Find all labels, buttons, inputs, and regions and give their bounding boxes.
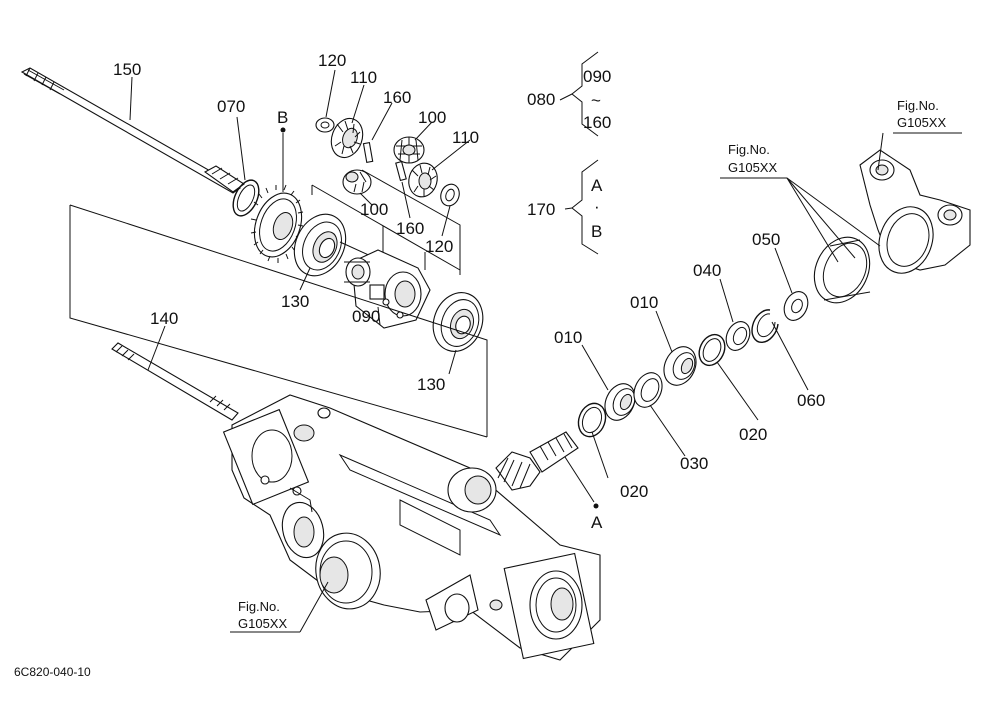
label-150: 150 (113, 60, 141, 79)
label-a: A (591, 513, 603, 532)
side-gear-110-upper[interactable] (326, 114, 368, 162)
snap-ring-060[interactable] (751, 309, 779, 343)
label-090-range: 090 (583, 67, 611, 86)
figref-top-right-line2: G105XX (897, 115, 946, 130)
figref-mid-right-line2: G105XX (728, 160, 777, 175)
gear-case-bracket[interactable] (859, 149, 971, 281)
label-060: 060 (797, 391, 825, 410)
drive-pinion-shaft[interactable] (495, 431, 579, 491)
label-040: 040 (693, 261, 721, 280)
axle-shaft-150[interactable] (20, 67, 245, 194)
label-010-b: 010 (630, 293, 658, 312)
collar-020-b[interactable] (694, 330, 729, 369)
label-080: 080 (527, 90, 555, 109)
label-030: 030 (680, 454, 708, 473)
label-010-a: 010 (554, 328, 582, 347)
axle-shaft-140[interactable] (111, 342, 239, 421)
label-020-b: 020 (739, 425, 767, 444)
ring-gear-b[interactable] (246, 184, 310, 264)
bearing-130-lower[interactable] (425, 286, 491, 359)
label-160-range: 160 (583, 113, 611, 132)
figref-mid-right-line1: Fig.No. (728, 142, 770, 157)
label-020-a: 020 (620, 482, 648, 501)
shaft-group-box (69, 204, 488, 438)
spacer-030[interactable] (629, 368, 668, 412)
label-a-range: A (591, 176, 603, 195)
collar-020-a[interactable] (574, 400, 610, 441)
label-tilde: ~ (591, 91, 601, 110)
washer-050[interactable] (780, 288, 813, 324)
label-090: 090 (352, 307, 380, 326)
label-b-range: B (591, 222, 602, 241)
label-b: B (277, 108, 288, 127)
seal-ring-large[interactable] (804, 228, 880, 312)
bearing-130-upper[interactable] (285, 206, 356, 284)
figref-bottom-left-line1: Fig.No. (238, 599, 280, 614)
differential-case-090[interactable] (344, 249, 431, 329)
figref-top-right-line1: Fig.No. (897, 98, 939, 113)
pinion-100-lower[interactable] (342, 169, 372, 195)
label-110-lower: 110 (452, 128, 479, 147)
snap-ring-070[interactable] (228, 176, 264, 220)
side-gear-110-lower[interactable] (405, 160, 441, 200)
label-110-upper: 110 (350, 68, 377, 87)
label-160-upper: 160 (383, 88, 411, 107)
label-170: 170 (527, 200, 555, 219)
pin-160-upper[interactable] (362, 141, 374, 164)
bearing-010-b[interactable] (658, 342, 702, 391)
figref-bottom-left-line2: G105XX (238, 616, 287, 631)
pin-160-lower[interactable] (395, 160, 407, 182)
washer-120-upper[interactable] (315, 117, 335, 133)
label-140: 140 (150, 309, 178, 328)
drawing-code: 6C820-040-10 (14, 665, 91, 679)
label-100-upper: 100 (418, 108, 446, 127)
label-120-upper: 120 (318, 51, 346, 70)
bearing-010-a[interactable] (599, 379, 640, 425)
label-070: 070 (217, 97, 245, 116)
label-dot: · (594, 197, 600, 216)
label-050: 050 (752, 230, 780, 249)
label-120-lower: 120 (425, 237, 453, 256)
pinion-100-upper[interactable] (393, 136, 425, 164)
leader-lines (129, 69, 962, 633)
label-100-lower: 100 (360, 200, 388, 219)
nut-040[interactable] (722, 318, 755, 354)
label-160-lower: 160 (396, 219, 424, 238)
label-130-upper: 130 (281, 292, 309, 311)
label-130-lower: 130 (417, 375, 445, 394)
washer-120-lower[interactable] (438, 182, 462, 209)
